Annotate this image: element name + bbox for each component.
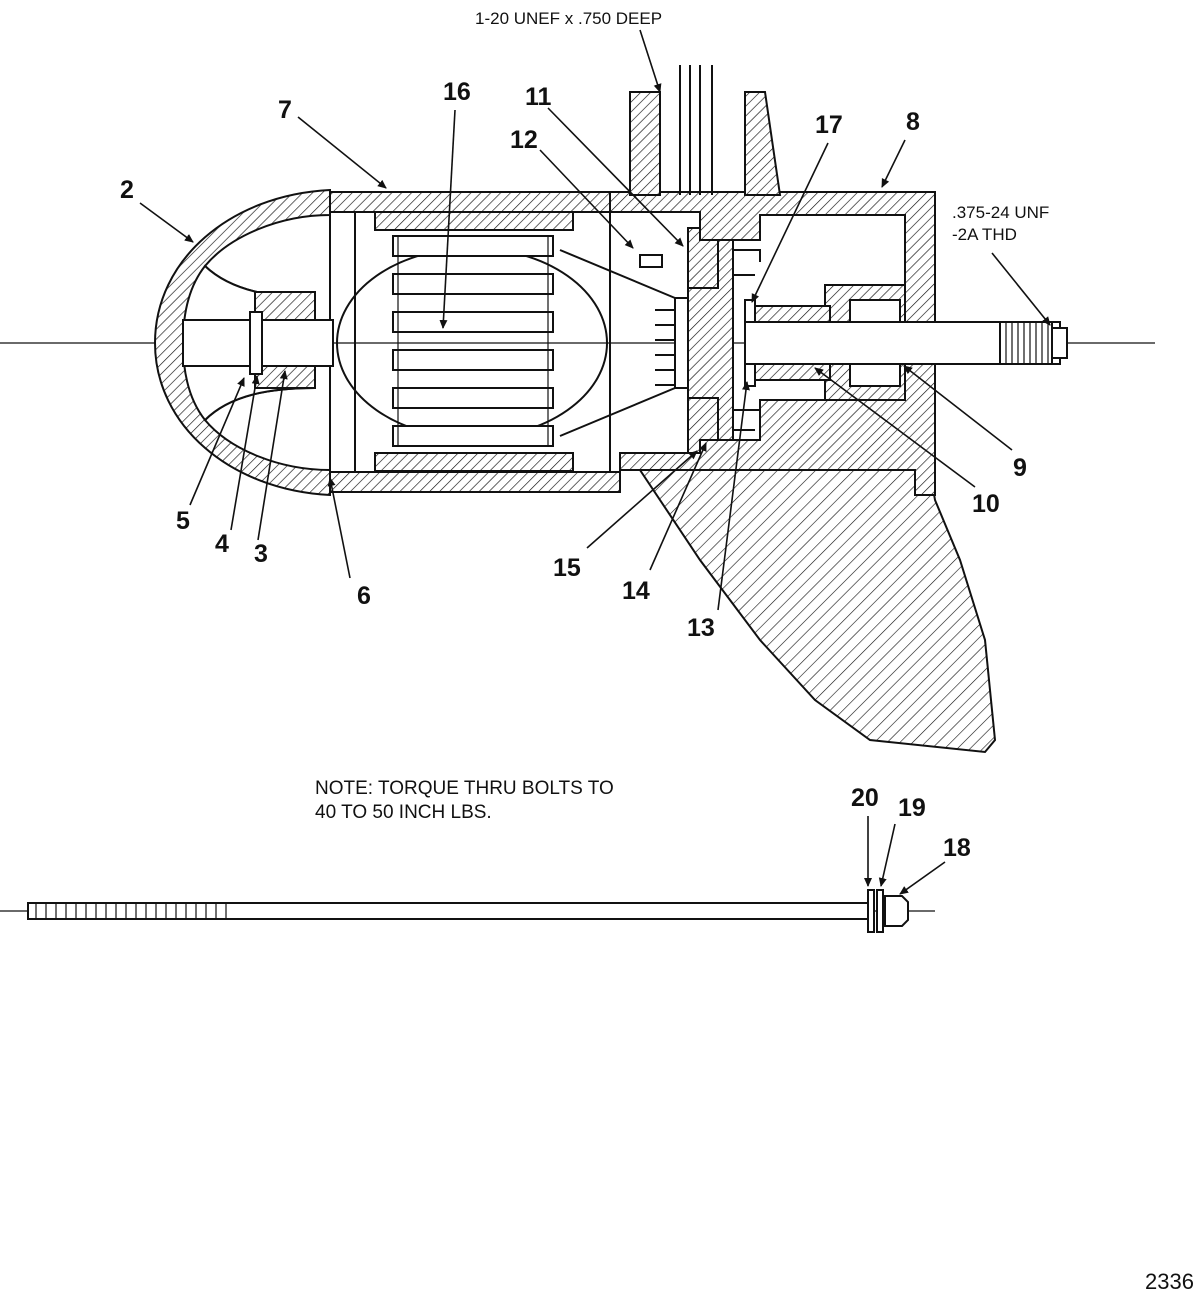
callout-6: 6 (357, 582, 371, 610)
callout-16: 16 (443, 78, 471, 106)
callout-3: 3 (254, 540, 268, 568)
torque-note-line1: NOTE: TORQUE THRU BOLTS TO (315, 778, 614, 799)
housing-tube-top (329, 191, 621, 213)
figure-number: 2336 (1145, 1269, 1194, 1294)
flat-washer (867, 889, 875, 933)
callout-20: 20 (851, 784, 879, 812)
magnet-top (374, 211, 574, 231)
shaft-thread-lines (1005, 322, 1049, 364)
callout-8: 8 (906, 108, 920, 136)
shaft-thread (999, 321, 1053, 365)
callout-numbers: 2 3 4 5 6 7 8 9 10 11 12 13 14 15 16 17 … (120, 78, 1027, 862)
retaining-ring (249, 311, 263, 375)
top-boss (629, 91, 782, 196)
brush-screw (639, 254, 663, 268)
shaft-tip (1051, 327, 1068, 359)
callout-5: 5 (176, 507, 190, 535)
housing-tube-bottom (329, 471, 621, 493)
callout-19: 19 (898, 794, 926, 822)
end-cap-housing (609, 191, 936, 496)
callout-15: 15 (553, 554, 581, 582)
hex-nut (884, 895, 909, 927)
lock-washer (876, 889, 884, 933)
cable-conductors (679, 65, 713, 195)
callout-9: 9 (1013, 454, 1027, 482)
leader-lines (139, 29, 1051, 895)
callout-12: 12 (510, 126, 538, 154)
top-thread-spec: 1-20 UNEF x .750 DEEP (475, 9, 662, 28)
commutator-bars (655, 309, 675, 386)
shaft-sleeve (754, 305, 831, 323)
callout-13: 13 (687, 614, 715, 642)
shaft-sleeve-lower (754, 363, 831, 381)
callout-7: 7 (278, 96, 292, 124)
callout-4: 4 (215, 530, 229, 558)
magnet-bottom (374, 452, 574, 472)
armature-laminations (392, 235, 554, 447)
motor-assembly (0, 65, 1155, 754)
callout-17: 17 (815, 111, 843, 139)
shaft-thread-spec-line2: -2A THD (952, 225, 1017, 244)
callout-10: 10 (972, 490, 1000, 518)
callout-11: 11 (525, 83, 552, 111)
thru-bolt-assembly (0, 889, 935, 933)
thru-bolt-thread (35, 903, 227, 919)
shaft-thread-spec-line1: .375-24 UNF (952, 203, 1049, 222)
callout-2: 2 (120, 176, 134, 204)
callout-14: 14 (622, 577, 650, 605)
thru-bolt-shank (27, 902, 869, 920)
skeg-fin (638, 469, 997, 754)
torque-note-line2: 40 TO 50 INCH LBS. (315, 802, 492, 823)
callout-18: 18 (943, 834, 971, 862)
